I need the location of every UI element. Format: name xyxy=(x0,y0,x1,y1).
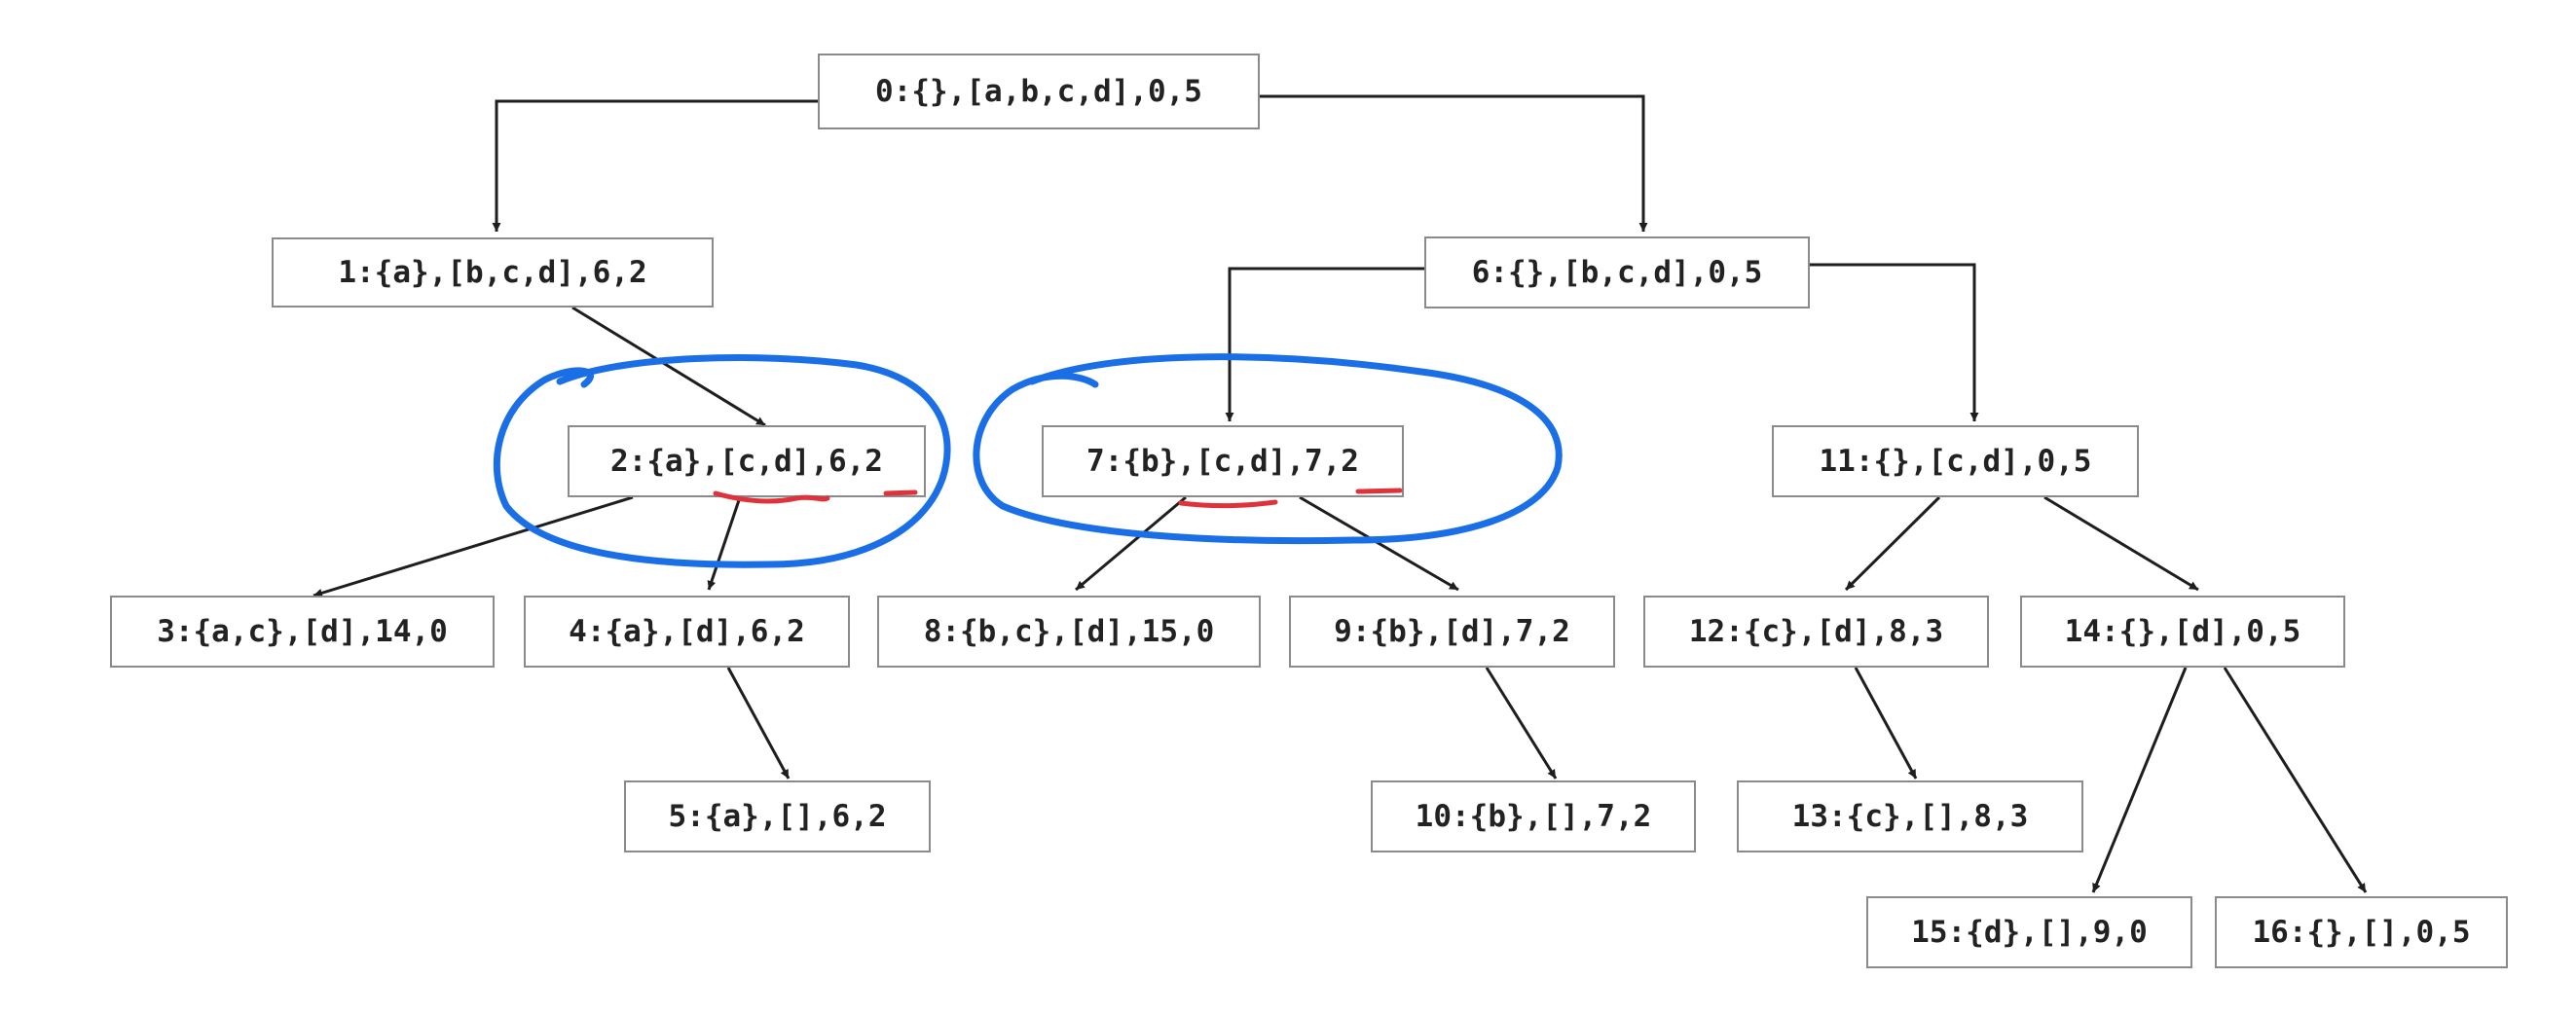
tree-node-6: 6:{},[b,c,d],0,5 xyxy=(1424,236,1810,308)
tree-node-2: 2:{a},[c,d],6,2 xyxy=(568,425,926,497)
edge-14-to-16 xyxy=(2223,667,2368,893)
tree-node-15: 15:{d},[],9,0 xyxy=(1866,896,2192,968)
edge-0-to-6 xyxy=(1260,94,1648,232)
edge-2-to-3 xyxy=(313,495,634,598)
edge-12-to-13 xyxy=(1854,667,1918,779)
edge-6-to-11 xyxy=(1810,263,1979,421)
tree-node-5: 5:{a},[],6,2 xyxy=(624,780,931,852)
tree-node-13: 13:{c},[],8,3 xyxy=(1737,780,2083,852)
edge-6-to-7 xyxy=(1225,267,1424,421)
circle-annotation-node-7 xyxy=(973,353,1563,545)
tree-node-1: 1:{a},[b,c,d],6,2 xyxy=(272,237,714,308)
underline-annotation-node-7-cost xyxy=(1355,488,1403,494)
edge-2-to-4 xyxy=(707,496,742,591)
edge-1-to-2 xyxy=(571,306,766,427)
edge-4-to-5 xyxy=(726,667,791,779)
underline-annotation-node-7-list xyxy=(1178,499,1278,509)
edge-0-to-1 xyxy=(492,99,818,232)
edge-9-to-10 xyxy=(1485,667,1558,779)
edge-7-to-9 xyxy=(1299,495,1459,592)
tree-node-0: 0:{},[a,b,c,d],0,5 xyxy=(818,54,1260,129)
tree-node-10: 10:{b},[],7,2 xyxy=(1371,780,1696,852)
tree-node-8: 8:{b,c},[d],15,0 xyxy=(877,596,1261,668)
edge-11-to-12 xyxy=(1844,495,1941,592)
circle-annotation-node-2 xyxy=(493,354,951,568)
underline-annotation-node-2-cost xyxy=(883,489,918,496)
tree-node-4: 4:{a},[d],6,2 xyxy=(524,596,850,668)
edge-7-to-8 xyxy=(1075,495,1187,592)
tree-node-11: 11:{},[c,d],0,5 xyxy=(1772,425,2139,497)
tree-node-14: 14:{},[d],0,5 xyxy=(2020,596,2345,668)
tree-node-9: 9:{b},[d],7,2 xyxy=(1289,596,1615,668)
underline-annotation-node-2-list xyxy=(713,490,830,504)
tree-node-7: 7:{b},[c,d],7,2 xyxy=(1042,425,1404,497)
tree-node-3: 3:{a,c},[d],14,0 xyxy=(110,596,495,668)
edge-11-to-14 xyxy=(2043,495,2199,592)
tree-node-16: 16:{},[],0,5 xyxy=(2215,896,2508,968)
tree-node-12: 12:{c},[d],8,3 xyxy=(1643,596,1989,668)
edge-14-to-15 xyxy=(2091,667,2188,893)
